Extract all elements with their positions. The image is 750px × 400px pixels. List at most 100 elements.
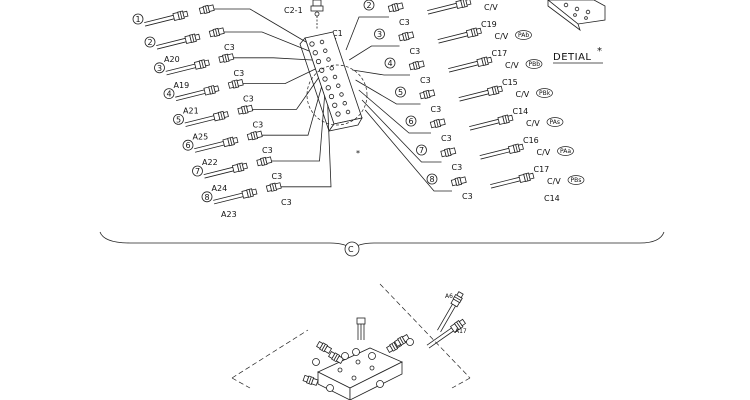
detail-circle	[306, 64, 368, 126]
svg-text:7: 7	[195, 167, 200, 176]
hose-fitting	[155, 32, 201, 52]
right-row-number: 2	[363, 0, 375, 11]
section-brace	[99, 231, 665, 250]
port-hole	[325, 85, 331, 91]
detial-label: DETIAL	[553, 52, 592, 63]
adapter-fitting	[208, 26, 225, 38]
adapter-fitting	[198, 3, 215, 15]
right-row-cv: C/V	[526, 119, 540, 128]
adapter-fitting	[218, 52, 235, 64]
right-row-port: PBs	[567, 175, 585, 185]
hose-fitting	[478, 142, 525, 162]
right-row-c3: C3	[452, 163, 463, 172]
port-hole	[329, 66, 334, 71]
svg-text:8: 8	[205, 193, 210, 202]
port-hole	[328, 93, 335, 100]
left-row-c3: C3	[243, 95, 254, 104]
svg-text:4: 4	[388, 59, 393, 68]
svg-text:5: 5	[176, 115, 181, 124]
right-row-number: 4	[384, 57, 396, 69]
left-row-code: A21	[183, 107, 199, 116]
left-row: 1	[132, 3, 307, 43]
adapter-fitting	[237, 104, 254, 116]
svg-text:PBb: PBb	[529, 61, 541, 68]
block-star: *	[356, 149, 360, 158]
left-row-code: A25	[193, 132, 209, 141]
detial-star: *	[597, 46, 603, 57]
left-row-number: 2	[144, 36, 156, 48]
adapter-fitting	[419, 88, 436, 100]
c2-1-label: C2-1	[284, 6, 303, 15]
adapter-fitting	[227, 78, 244, 90]
left-row-number: 1	[132, 13, 144, 25]
left-row-number: 8	[201, 191, 213, 203]
right-row-c3: C3	[441, 134, 452, 143]
left-row-code: A20	[164, 55, 180, 64]
svg-text:2: 2	[367, 1, 372, 10]
right-row-code: C16	[523, 136, 539, 145]
right-row-cv: C/V	[547, 177, 561, 186]
adapter-fitting	[408, 59, 425, 71]
left-row-number: 7	[192, 165, 203, 177]
left-row-c3: C3	[234, 69, 245, 78]
right-row-cv: C/V	[484, 3, 498, 12]
adapter-fitting	[450, 175, 467, 187]
hose-fitting	[143, 9, 189, 29]
right-row-number: 7	[416, 144, 427, 156]
right-row-code: C17	[492, 49, 508, 58]
right-row-number: 3	[374, 28, 385, 40]
port-hole	[309, 41, 315, 47]
svg-text:PAs: PAs	[550, 119, 560, 126]
port-hole	[336, 83, 341, 88]
right-row-code: C14	[513, 107, 529, 116]
right-row-port: PAb	[515, 30, 532, 40]
port-hole	[312, 50, 318, 56]
svg-text:1: 1	[136, 15, 141, 24]
right-row-c3: C3	[420, 76, 431, 85]
hose-fitting	[447, 55, 493, 75]
port-hole	[326, 57, 331, 62]
svg-text:3: 3	[157, 64, 162, 73]
detial-inset	[547, 0, 606, 32]
lower-assembly	[231, 283, 471, 400]
right-row-cv: C/V	[505, 61, 519, 70]
section-c-label: C	[348, 245, 354, 254]
port-hole	[342, 101, 347, 106]
right-row-port: PAa	[557, 146, 574, 156]
svg-text:PAb: PAb	[518, 32, 529, 39]
left-row-c3: C3	[224, 43, 235, 52]
adapter-fitting	[265, 181, 282, 193]
port-hole	[339, 92, 344, 97]
right-row-cv: C/V	[516, 90, 530, 99]
left-row-number: 6	[182, 139, 194, 151]
a6-label: A6	[445, 293, 453, 300]
port-hole	[319, 39, 325, 45]
port-hole	[335, 111, 341, 117]
port-hole	[345, 109, 351, 115]
left-row-code: A22	[202, 158, 218, 167]
left-row-code: A24	[212, 184, 228, 193]
svg-text:PAa: PAa	[560, 148, 571, 155]
right-row-port: PBb	[525, 59, 543, 69]
left-hose-rows: 12A20C33A19C34A21C35A25C36A22C37A24C38A2…	[132, 3, 332, 219]
port-hole	[315, 58, 322, 65]
right-row-code: C17	[534, 165, 550, 174]
svg-text:4: 4	[167, 90, 172, 99]
svg-text:8: 8	[430, 175, 435, 184]
left-row-c3: C3	[281, 198, 292, 207]
port-hole	[332, 74, 338, 80]
hose-fitting	[436, 26, 483, 46]
right-row-cv: C/V	[495, 32, 509, 41]
right-row-c3: C3	[431, 105, 442, 114]
left-row-code: A23	[221, 210, 237, 219]
